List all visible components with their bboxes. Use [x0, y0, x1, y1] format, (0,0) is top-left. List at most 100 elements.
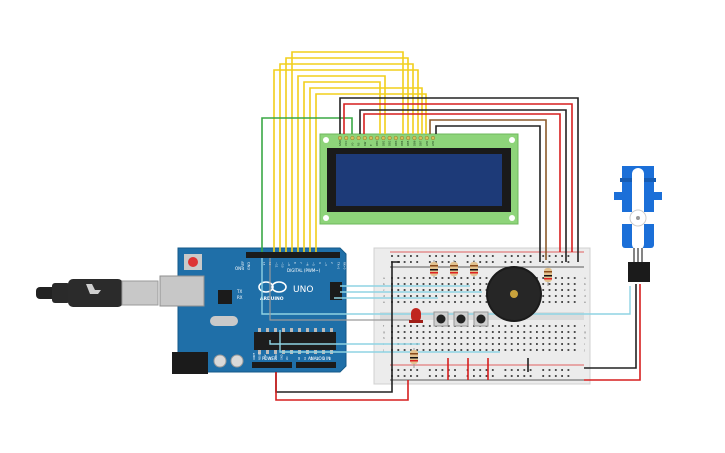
breadboard-hole [441, 343, 444, 345]
breadboard-hole [479, 289, 482, 291]
breadboard-hole [536, 343, 538, 345]
breadboard-hole [416, 301, 419, 303]
breadboard-hole [416, 375, 419, 377]
breadboard-hole [504, 325, 507, 327]
breadboard-hole [529, 261, 532, 263]
breadboard-hole [422, 349, 425, 351]
lcd-pin [375, 135, 380, 141]
breadboard-hole [523, 325, 526, 327]
breadboard-row-letter: e [383, 300, 385, 304]
breadboard-hole [447, 295, 450, 297]
lcd-pin [337, 135, 343, 141]
breadboard-hole [504, 261, 507, 263]
breadboard-hole [554, 261, 557, 263]
breadboard-hole [447, 325, 450, 327]
breadboard-hole [416, 255, 419, 257]
breadboard-hole [447, 277, 450, 279]
breadboard-hole [441, 277, 444, 279]
analog-pin-label: A3 [317, 356, 320, 360]
breadboard-hole [510, 349, 513, 351]
breadboard-hole [416, 277, 419, 279]
push-button [433, 311, 449, 327]
breadboard-hole [435, 375, 437, 377]
breadboard-hole [548, 255, 551, 257]
rx-label: RX [237, 295, 243, 300]
breadboard-hole [498, 349, 500, 351]
breadboard-hole [573, 349, 576, 351]
analog-pin-label: A0 [298, 356, 301, 360]
breadboard-hole [548, 331, 551, 333]
breadboard-hole [466, 283, 469, 285]
breadboard-hole [523, 261, 526, 263]
arduino-uno-board: ARDUINO UNO DIGITAL (PWM~) AREF GND TX R… [159, 247, 347, 374]
breadboard-hole [410, 325, 412, 327]
breadboard-hole [554, 375, 557, 377]
breadboard-row-letter: a [584, 276, 586, 280]
breadboard-hole [491, 325, 494, 327]
analog-pin-label: A4 [323, 356, 326, 360]
breadboard-hole [473, 283, 475, 285]
breadboard-hole [422, 325, 425, 327]
analog-pin-label: A2 [310, 356, 313, 360]
arduino-logo [258, 281, 287, 293]
lcd-pin [350, 135, 355, 141]
lcd-pin-label: DB4 [400, 140, 404, 146]
breadboard-hole [567, 295, 570, 297]
breadboard-hole [473, 369, 475, 371]
lcd-pin-label: DB7 [419, 140, 423, 146]
servo-horn [614, 168, 662, 250]
brand-text: ARDUINO [260, 296, 284, 302]
breadboard-hole [542, 331, 545, 333]
breadboard-hole [422, 295, 425, 297]
breadboard-hole [435, 255, 437, 257]
breadboard-hole [554, 255, 557, 257]
breadboard-hole [460, 331, 463, 333]
buzzer [486, 266, 542, 322]
resistor [410, 348, 418, 368]
breadboard-hole [491, 343, 494, 345]
digital-pin-label: 8 [293, 262, 297, 264]
breadboard-hole [573, 325, 576, 327]
breadboard-hole [454, 283, 456, 285]
breadboard-hole [573, 283, 576, 285]
breadboard-hole [454, 255, 456, 257]
breadboard-hole [523, 337, 526, 339]
breadboard-hole [428, 369, 431, 371]
wires [261, 51, 641, 401]
push-buttons [433, 311, 489, 327]
digital-pin-label: ~5 [312, 262, 316, 266]
lcd-pin-label: RS [357, 142, 361, 146]
breadboard-hole [403, 261, 406, 263]
breadboard-row-letter: h [584, 336, 586, 340]
lcd-pin-label: RW [363, 141, 367, 146]
breadboard-row-letter: e [584, 300, 586, 304]
breadboard-hole [498, 331, 500, 333]
breadboard-hole [567, 343, 570, 345]
lcd-screen [336, 154, 502, 206]
breadboard-hole [529, 337, 532, 339]
usb-cable [36, 279, 159, 307]
lcd-pin [406, 135, 411, 141]
breadboard-hole [548, 301, 551, 303]
breadboard-hole [523, 331, 526, 333]
analog-pin-label: A1 [304, 356, 307, 360]
breadboard-hole [479, 295, 482, 297]
analog-pin-label: A5 [329, 356, 332, 360]
breadboard-hole [410, 295, 412, 297]
breadboard-hole [422, 337, 425, 339]
power-pin-label: IOREF [253, 352, 256, 360]
breadboard-hole [454, 375, 456, 377]
breadboard-hole [428, 337, 431, 339]
breadboard-hole [548, 337, 551, 339]
breadboard-hole [441, 261, 444, 263]
breadboard-hole [403, 325, 406, 327]
breadboard-hole [466, 343, 469, 345]
breadboard-hole [554, 343, 557, 345]
breadboard-hole [479, 349, 482, 351]
lcd-pin [418, 135, 423, 141]
digital-pin-label: 4 [318, 262, 322, 264]
lcd-pin-label: V0 [350, 142, 354, 146]
on-label: ON [235, 266, 241, 271]
breadboard-row-letter: f [584, 324, 586, 328]
